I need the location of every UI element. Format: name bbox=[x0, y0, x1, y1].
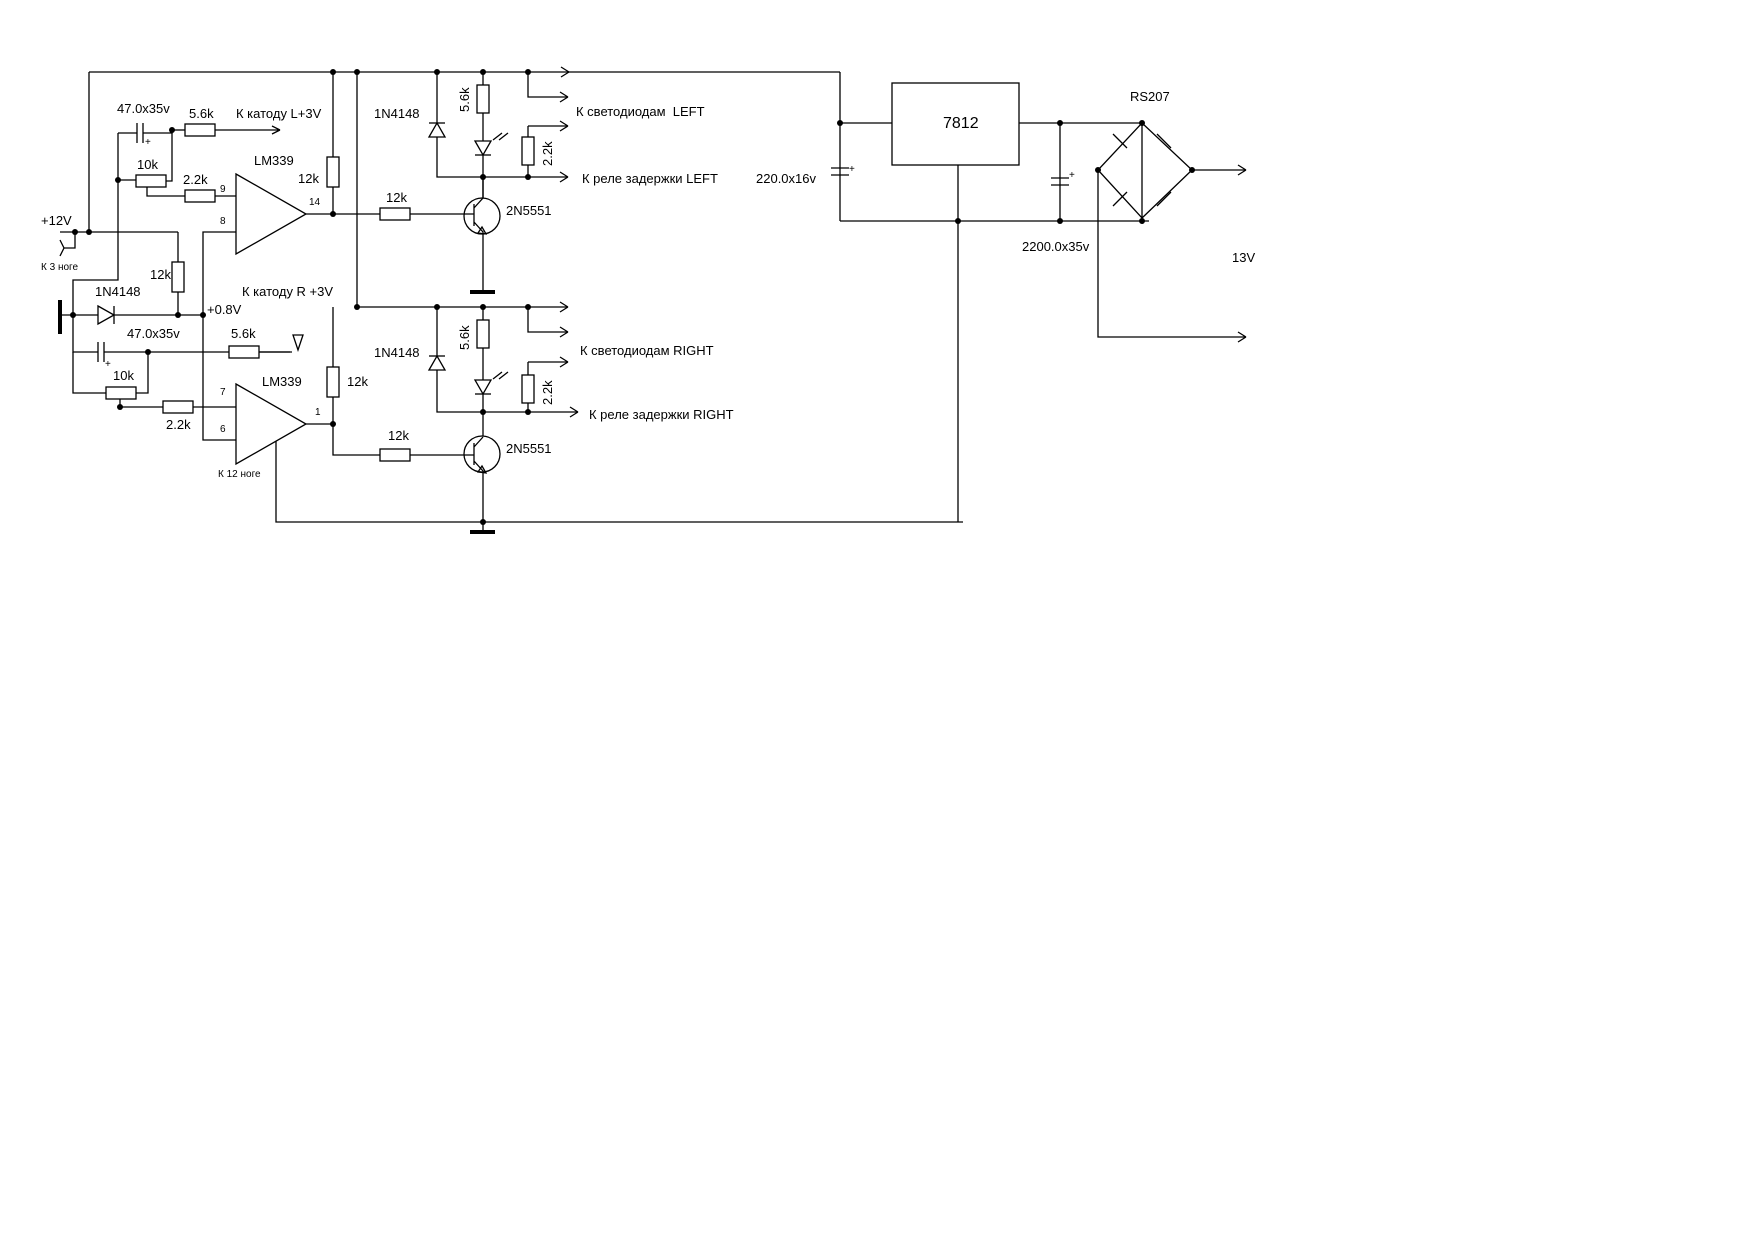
label-lm339a: LM339 bbox=[254, 153, 294, 168]
label-relL: К реле задержки LEFT bbox=[582, 171, 718, 186]
label-lm339b: LM339 bbox=[262, 374, 302, 389]
label-d1n4148c: 1N4148 bbox=[374, 345, 420, 360]
label-pot10b: 10k bbox=[113, 368, 134, 383]
label-t2: 2N5551 bbox=[506, 441, 552, 456]
label-pin14: 14 bbox=[309, 197, 321, 208]
label-r22c: 2.2k bbox=[540, 141, 555, 166]
bridge-rectifier bbox=[1097, 122, 1247, 343]
label-r12e: 12k bbox=[388, 428, 409, 443]
plus-mark: + bbox=[105, 359, 111, 370]
label-v13: 13V bbox=[1232, 250, 1255, 265]
label-c47a: 47.0x35v bbox=[117, 101, 170, 116]
label-ledL: К светодиодам LEFT bbox=[576, 104, 705, 119]
label-k12: К 12 ноге bbox=[218, 469, 261, 480]
label-12v: +12V bbox=[41, 213, 72, 228]
label-pin1: 1 bbox=[315, 407, 321, 418]
regulator bbox=[831, 72, 1149, 522]
label-pin8: 8 bbox=[220, 216, 226, 227]
left-ground bbox=[58, 232, 304, 441]
label-relR: К реле задержки RIGHT bbox=[589, 407, 734, 422]
left-output bbox=[427, 72, 569, 294]
label-r12a: 12k bbox=[298, 171, 319, 186]
label-v08: +0.8V bbox=[207, 302, 242, 317]
label-r12c: 12k bbox=[150, 267, 171, 282]
label-reg: 7812 bbox=[943, 115, 979, 132]
label-r12b: 12k bbox=[386, 190, 407, 205]
label-pin6: 6 bbox=[220, 424, 226, 435]
right-output bbox=[427, 307, 579, 534]
label-ledR: К светодиодам RIGHT bbox=[580, 343, 714, 358]
label-katR: К катоду R +3V bbox=[242, 284, 333, 299]
label-r56a: 5.6k bbox=[189, 106, 214, 121]
label-r56b: 5.6k bbox=[231, 326, 256, 341]
plus-mark: + bbox=[1069, 170, 1075, 181]
label-t1: 2N5551 bbox=[506, 203, 552, 218]
label-r56c: 5.6k bbox=[457, 87, 472, 112]
label-pin7: 7 bbox=[220, 387, 226, 398]
label-rs207: RS207 bbox=[1130, 89, 1170, 104]
label-r22a: 2.2k bbox=[183, 172, 208, 187]
label-c220: 220.0x16v bbox=[756, 171, 816, 186]
plus-mark: + bbox=[849, 164, 855, 175]
input-12v bbox=[59, 123, 281, 293]
opamp-1 bbox=[202, 172, 333, 315]
label-r56d: 5.6k bbox=[457, 325, 472, 350]
label-c2200: 2200.0x35v bbox=[1022, 239, 1090, 254]
opamp-2 bbox=[235, 382, 963, 523]
top-rail bbox=[88, 66, 840, 232]
label-pot10a: 10k bbox=[137, 157, 158, 172]
label-r22b: 2.2k bbox=[166, 417, 191, 432]
junctions bbox=[70, 69, 1195, 525]
label-d1n4148b: 1N4148 bbox=[95, 284, 141, 299]
label-c47b: 47.0x35v bbox=[127, 326, 180, 341]
label-k3: К 3 ноге bbox=[41, 262, 78, 273]
label-pin9: 9 bbox=[220, 184, 226, 195]
label-r12d: 12k bbox=[347, 374, 368, 389]
plus-mark: + bbox=[145, 137, 151, 148]
label-r22d: 2.2k bbox=[540, 380, 555, 405]
pullups bbox=[326, 72, 569, 462]
label-d1n4148a: 1N4148 bbox=[374, 106, 420, 121]
label-katL: К катоду L+3V bbox=[236, 106, 322, 121]
